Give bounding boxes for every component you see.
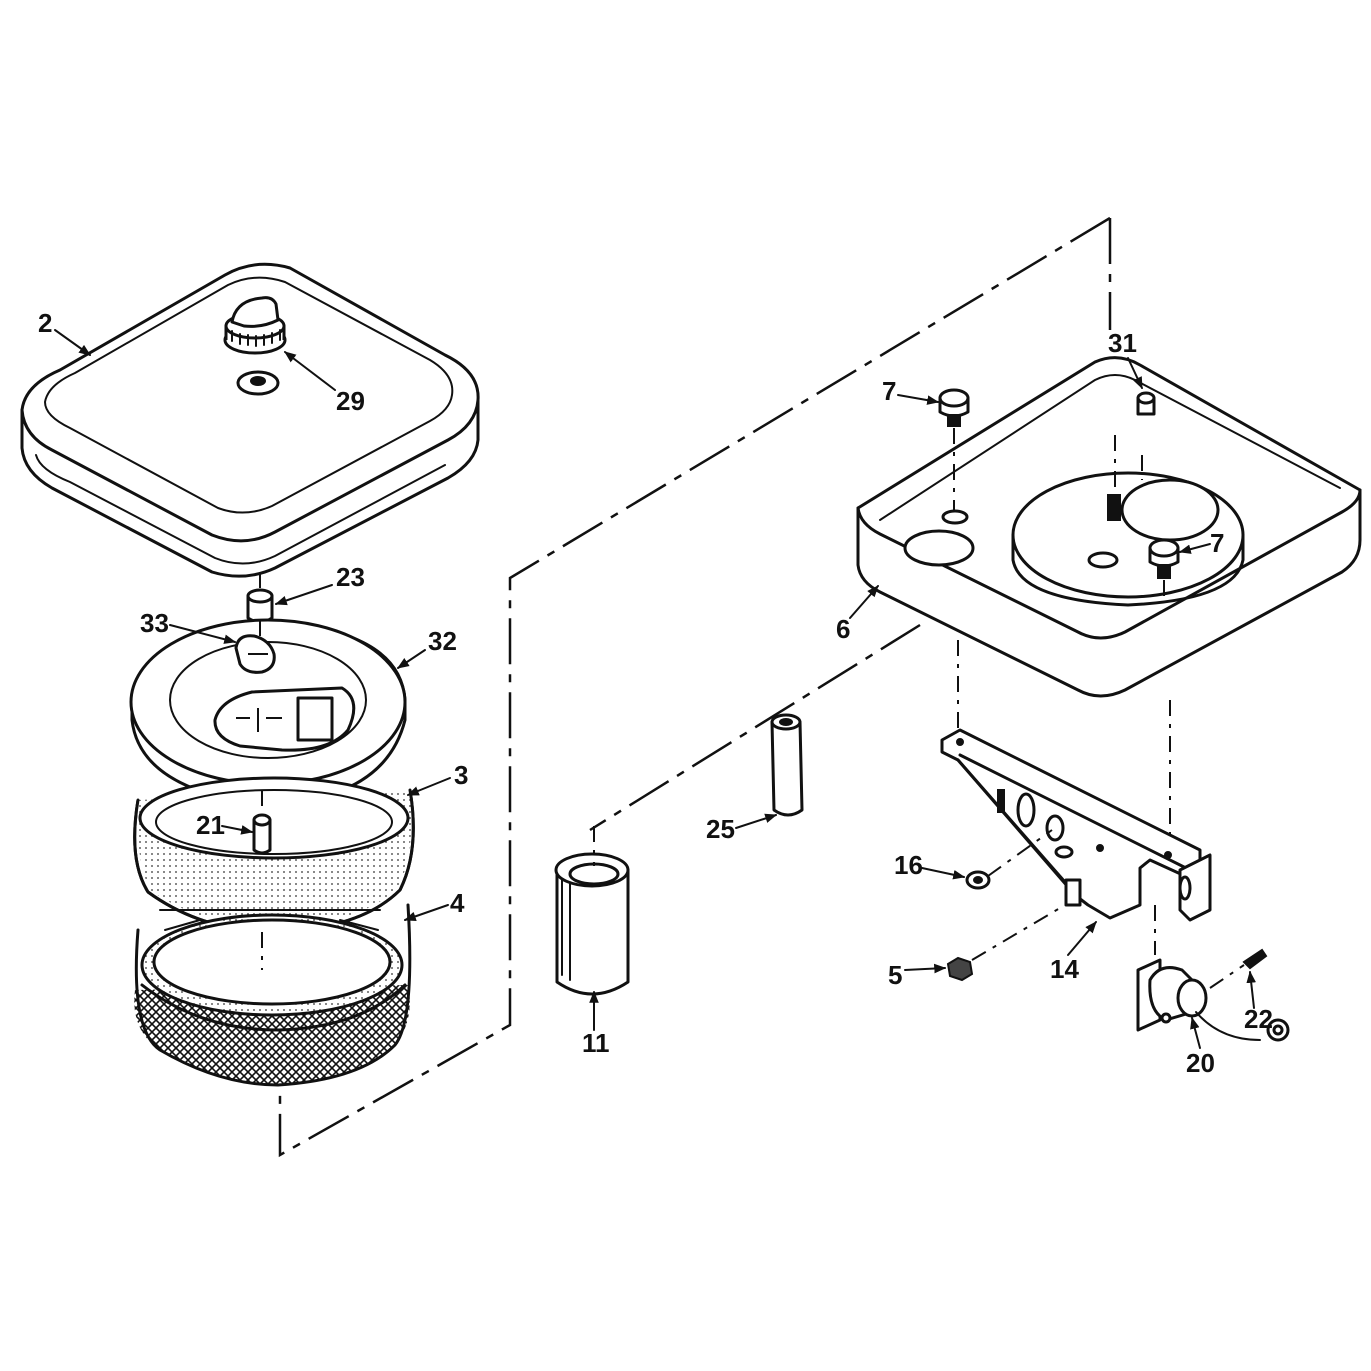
knob-icon bbox=[223, 296, 287, 355]
kit-outline-line bbox=[278, 216, 1112, 1158]
callout-3: 3 bbox=[454, 760, 468, 790]
axis-line bbox=[957, 455, 1171, 955]
axis-line bbox=[971, 904, 1066, 961]
callout-23: 23 bbox=[336, 562, 365, 592]
axis-line bbox=[987, 829, 1053, 877]
callout-2: 2 bbox=[38, 308, 52, 338]
clip-33-icon bbox=[234, 634, 276, 674]
callout-7-top: 7 bbox=[882, 376, 896, 406]
callout-31: 31 bbox=[1108, 328, 1137, 358]
washer-icon bbox=[236, 370, 280, 396]
callout-33: 33 bbox=[140, 608, 169, 638]
filter-element-band bbox=[133, 776, 415, 934]
air-cleaner-cover bbox=[20, 262, 480, 578]
filter-mesh-base bbox=[134, 903, 412, 1087]
callout-21: 21 bbox=[196, 810, 225, 840]
stud-21-icon bbox=[252, 813, 272, 855]
callout-20: 20 bbox=[1186, 1048, 1215, 1078]
filter-top-ring bbox=[129, 618, 407, 807]
callout-25: 25 bbox=[706, 814, 735, 844]
nut-5-icon bbox=[946, 956, 974, 982]
restriction-indicator-20 bbox=[1136, 958, 1290, 1042]
callout-7-right: 7 bbox=[1210, 528, 1224, 558]
sleeve-11 bbox=[554, 852, 630, 996]
stud-icon bbox=[1107, 494, 1121, 521]
callout-29: 29 bbox=[336, 386, 365, 416]
tube-25 bbox=[770, 713, 804, 817]
callout-22: 22 bbox=[1244, 1004, 1273, 1034]
callout-4: 4 bbox=[450, 888, 465, 918]
axis-line bbox=[1209, 964, 1245, 989]
callout-6: 6 bbox=[836, 614, 850, 644]
callout-16: 16 bbox=[894, 850, 923, 880]
nut-23-icon bbox=[246, 588, 274, 624]
bolt-7-icon bbox=[938, 388, 970, 427]
callout-11: 11 bbox=[582, 1028, 610, 1058]
leader-lines bbox=[54, 329, 1256, 1049]
nut-16-icon bbox=[965, 870, 991, 890]
screw-22-icon bbox=[1242, 948, 1268, 970]
callout-14: 14 bbox=[1050, 954, 1079, 984]
callout-5: 5 bbox=[888, 960, 902, 990]
base-tray bbox=[856, 356, 1362, 698]
bolt-7b-icon bbox=[1148, 538, 1180, 579]
mounting-bracket bbox=[940, 728, 1212, 922]
callout-32: 32 bbox=[428, 626, 457, 656]
screw-31-icon bbox=[1136, 391, 1156, 416]
